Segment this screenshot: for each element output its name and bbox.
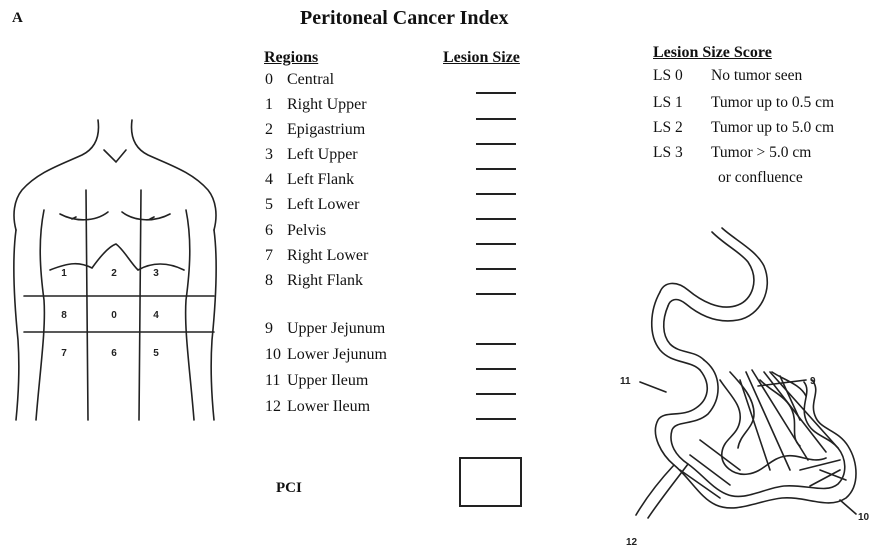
- bowel-label-9: 9: [810, 376, 816, 387]
- bowel-label-10: 10: [858, 512, 870, 523]
- bowel-label-12: 12: [626, 537, 638, 548]
- bowel-label-11: 11: [620, 376, 631, 387]
